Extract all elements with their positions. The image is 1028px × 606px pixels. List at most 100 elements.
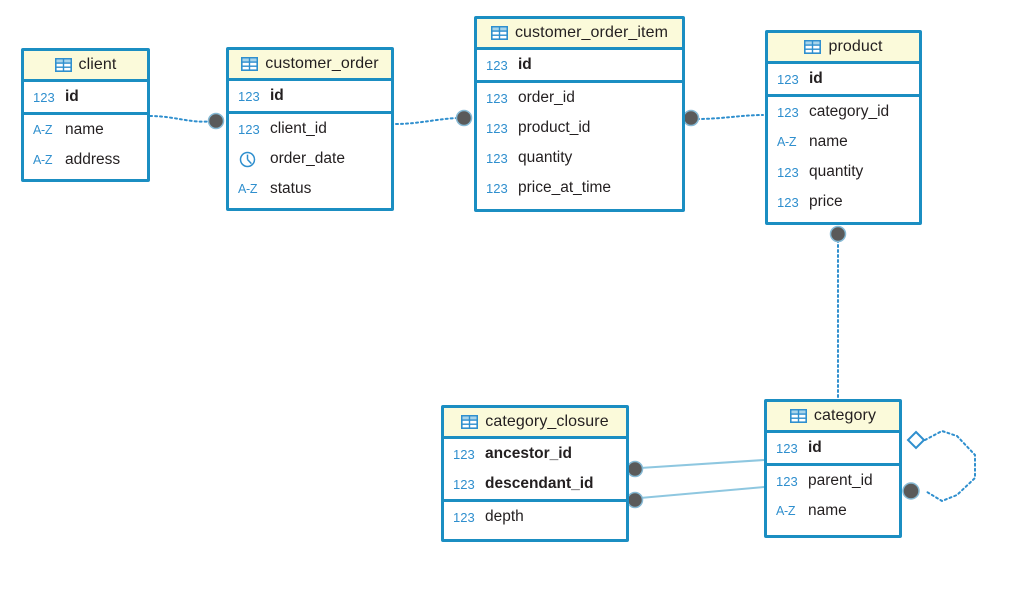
- entity-title: client: [78, 56, 117, 73]
- column-type-number: 123: [453, 476, 475, 492]
- endpoint-dot: [829, 225, 847, 243]
- table-icon: [54, 58, 72, 72]
- column-type-text: A-Z: [33, 153, 53, 167]
- column-row[interactable]: 123 price: [768, 187, 919, 217]
- column-row[interactable]: 123 client_id: [229, 114, 391, 144]
- column-row[interactable]: 123 depth: [444, 502, 626, 532]
- edge-customer-order-item-to-product[interactable]: [682, 109, 764, 127]
- column-type-number: 123: [453, 509, 475, 525]
- entity-header-category_closure[interactable]: category_closure: [444, 408, 626, 439]
- edge-category-closure-descendant-to-category[interactable]: [626, 486, 765, 509]
- column-row[interactable]: A-Z name: [768, 127, 919, 157]
- edge-product-to-category[interactable]: [829, 225, 847, 399]
- column-row[interactable]: A-Z name: [24, 115, 147, 145]
- clock-icon: [239, 151, 256, 167]
- column-name: client_id: [270, 120, 327, 137]
- column-type-number: 123: [238, 121, 260, 137]
- table-icon: [490, 26, 508, 40]
- column-type-text: A-Z: [777, 135, 797, 149]
- column-type-number: 123: [33, 89, 55, 105]
- column-type-date: [238, 151, 262, 168]
- endpoint-dot: [626, 460, 644, 478]
- entity-title: customer_order: [265, 55, 379, 72]
- entity-title: product: [828, 38, 883, 55]
- edge-customer-order-to-customer-order-item[interactable]: [395, 109, 473, 127]
- column-type-number: 123: [453, 446, 475, 462]
- column-name: parent_id: [808, 472, 873, 489]
- column-name: depth: [485, 508, 524, 525]
- entity-header-client[interactable]: client: [24, 51, 147, 82]
- column-type-number: 123: [777, 104, 799, 120]
- column-row[interactable]: 123 id: [767, 433, 899, 463]
- edge-category-closure-ancestor-to-category[interactable]: [626, 459, 765, 478]
- column-name: name: [809, 133, 848, 150]
- column-type-number: 123: [777, 194, 799, 210]
- column-name: name: [808, 502, 847, 519]
- entity-header-customer_order_item[interactable]: customer_order_item: [477, 19, 682, 50]
- column-row[interactable]: order_date: [229, 144, 391, 174]
- entity-header-product[interactable]: product: [768, 33, 919, 64]
- endpoint-dot: [682, 109, 700, 127]
- column-name: name: [65, 121, 104, 138]
- primary-key-column-name: id: [809, 70, 823, 87]
- column-row[interactable]: 123 parent_id: [767, 466, 899, 496]
- edge-category-self-reference[interactable]: [902, 429, 976, 503]
- column-name: category_id: [809, 103, 890, 120]
- column-name: price: [809, 193, 843, 210]
- column-type-number: 123: [776, 473, 798, 489]
- column-type-number: 123: [776, 440, 798, 456]
- column-name: order_date: [270, 150, 345, 167]
- primary-key-column-name: id: [518, 56, 532, 73]
- column-type-text: A-Z: [33, 123, 53, 137]
- table-icon: [789, 409, 807, 423]
- primary-key-column-name: id: [808, 439, 822, 456]
- entity-title: category: [813, 407, 877, 424]
- column-type-number: 123: [486, 180, 508, 196]
- edge-client-to-customer-order[interactable]: [149, 112, 225, 130]
- table-icon: [461, 415, 479, 429]
- column-row[interactable]: 123 ancestor_id: [444, 439, 626, 469]
- primary-key-column-name: ancestor_id: [485, 445, 573, 462]
- column-name: product_id: [518, 119, 591, 136]
- primary-key-group: 123 id: [767, 433, 899, 466]
- endpoint-dot: [902, 482, 920, 500]
- endpoint-dot: [626, 491, 644, 509]
- endpoint-dot: [455, 109, 473, 127]
- entity-header-customer_order[interactable]: customer_order: [229, 50, 391, 81]
- column-type-number: 123: [486, 150, 508, 166]
- column-row[interactable]: 123 category_id: [768, 97, 919, 127]
- column-name: status: [270, 180, 312, 197]
- entity-header-category[interactable]: category: [767, 402, 899, 433]
- column-type-number: 123: [238, 88, 260, 104]
- endpoint-diamond: [906, 430, 926, 450]
